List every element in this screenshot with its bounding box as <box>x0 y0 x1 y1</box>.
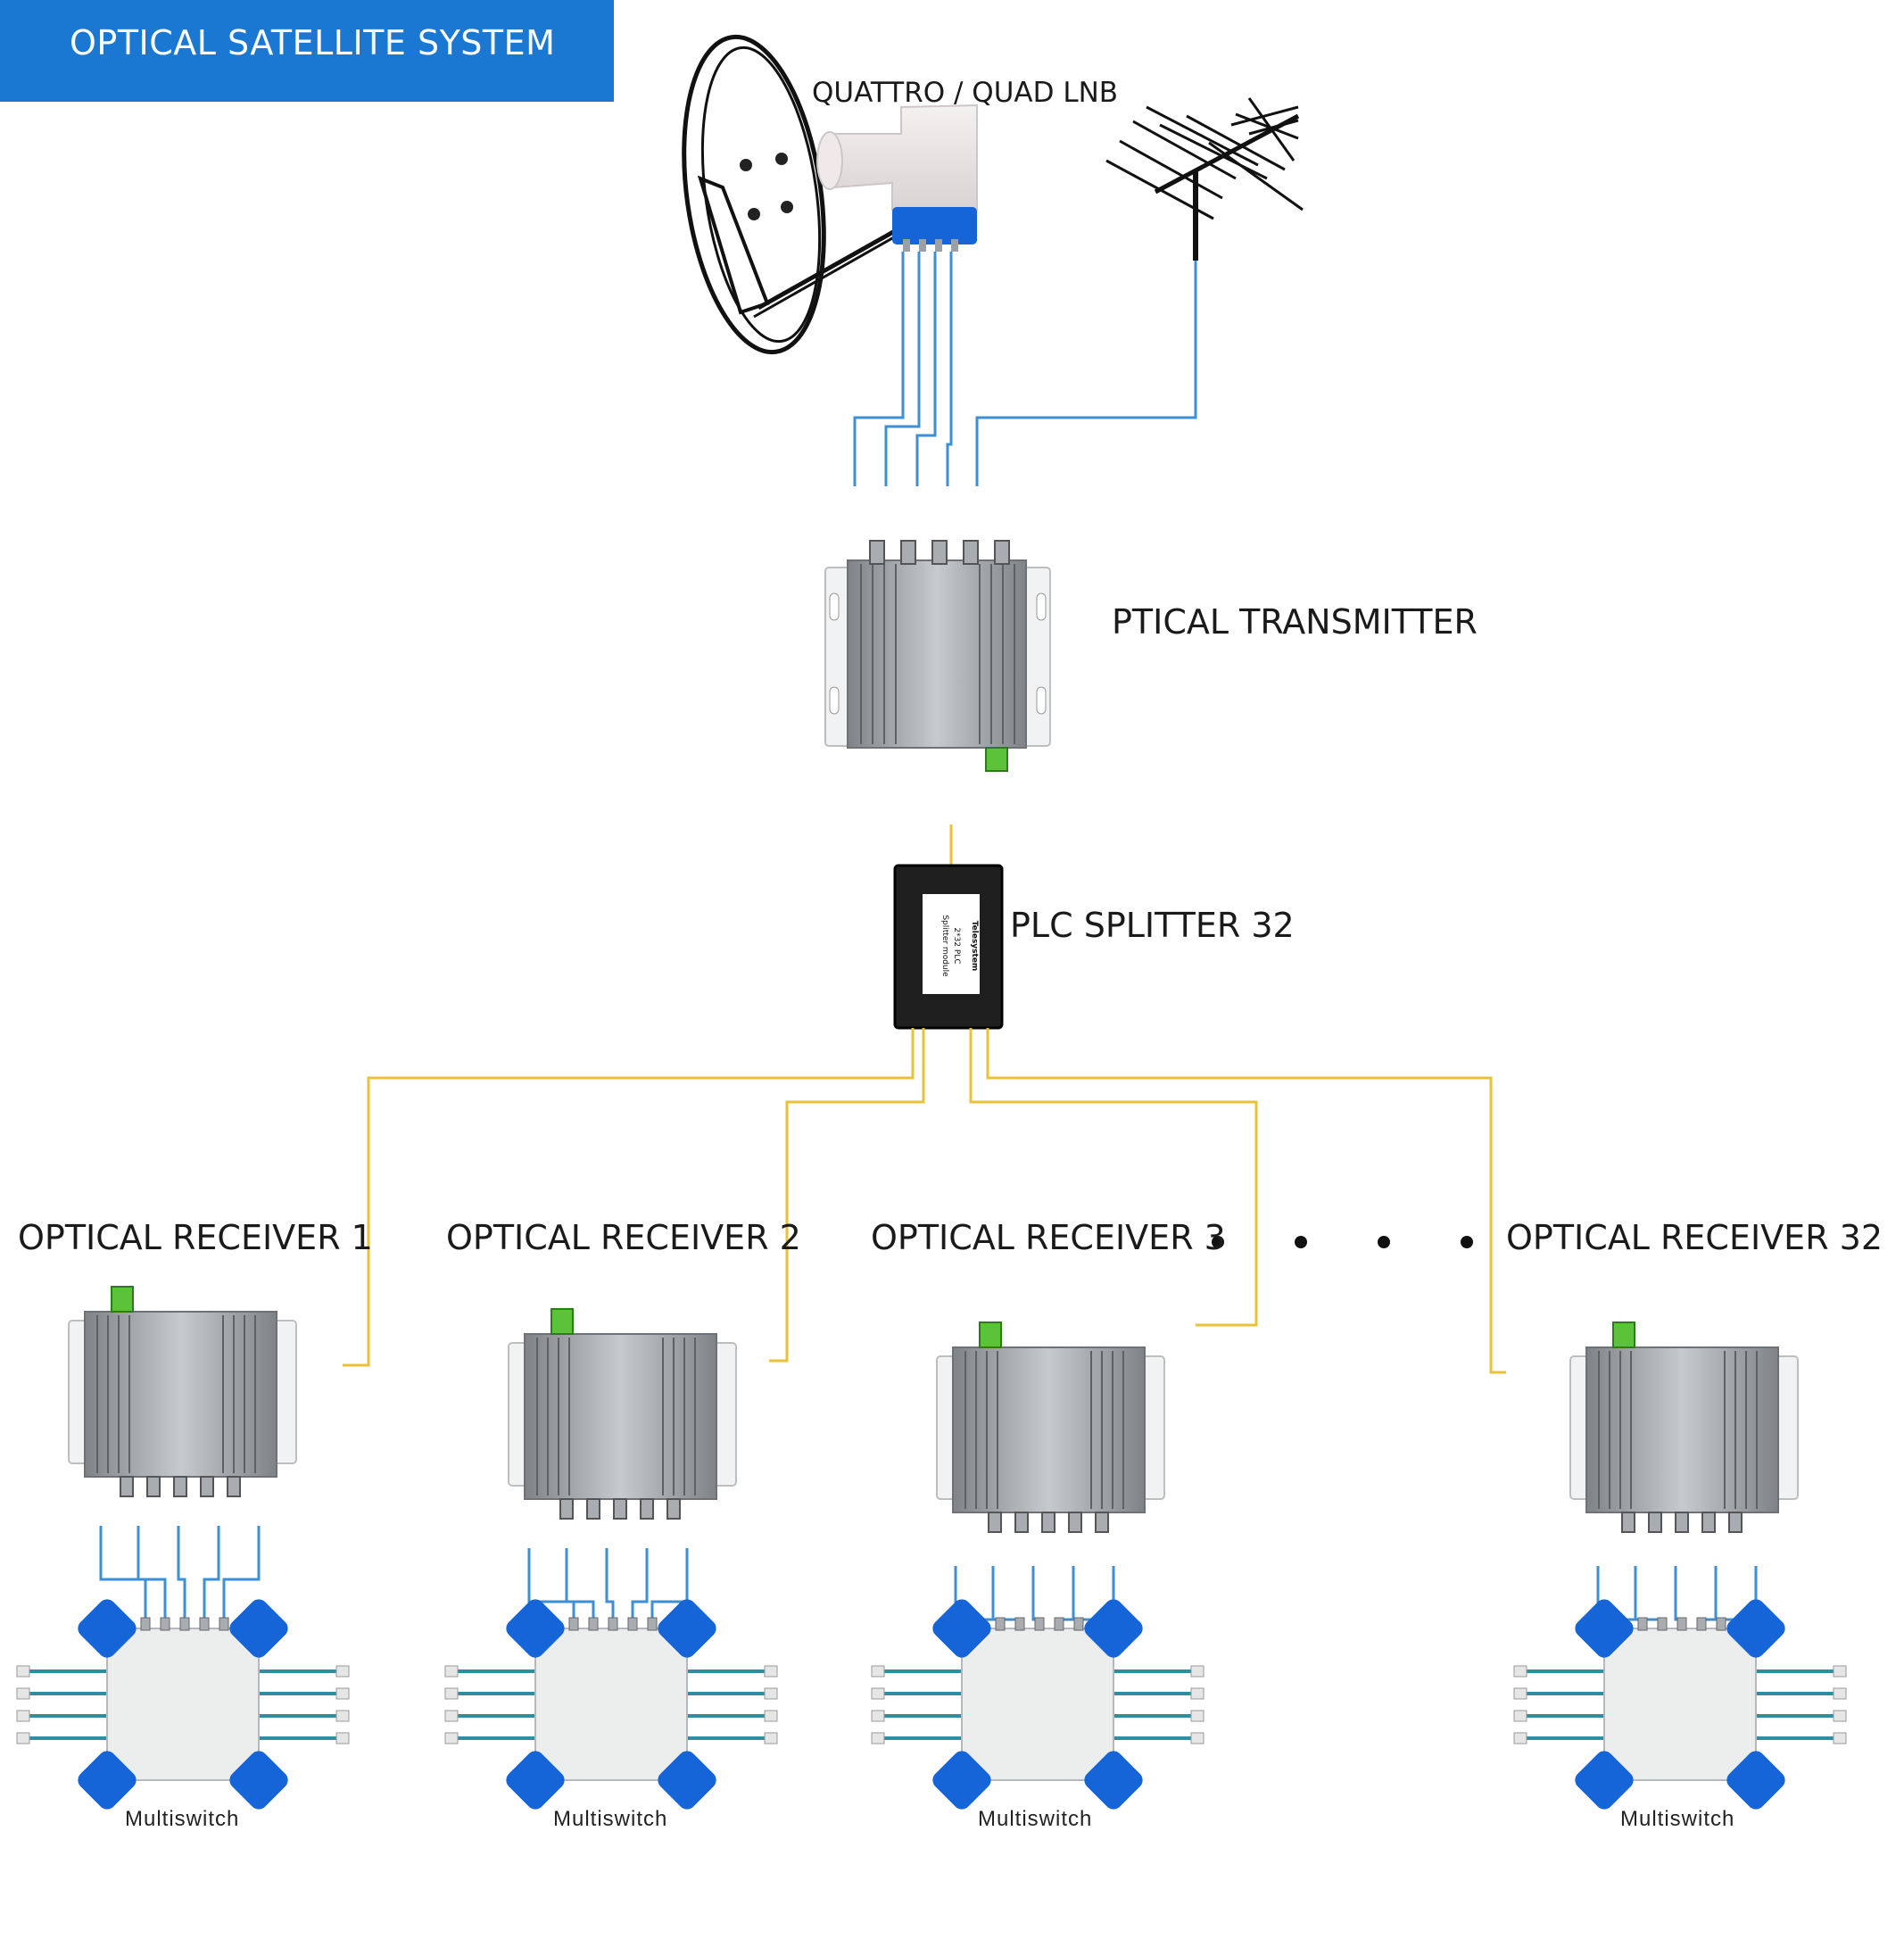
plc-splitter-icon <box>893 864 1004 1030</box>
page-title: OPTICAL SATELLITE SYSTEM <box>70 23 556 62</box>
lnb-label: QUATTRO / QUAD LNB <box>812 77 1119 109</box>
multiswitch-3-icon <box>871 1599 1204 1810</box>
optical-receiver-1-icon <box>68 1286 297 1497</box>
receiver-1-group <box>16 1286 350 1810</box>
ellipsis-dots <box>1212 1236 1473 1248</box>
multiswitch-4-label: Multiswitch <box>1620 1807 1735 1831</box>
optical-receiver-3-icon <box>936 1321 1165 1533</box>
multiswitch-32-icon <box>1513 1599 1847 1810</box>
receiver-2-coax-cables <box>527 1548 689 1628</box>
receiver-1-label: OPTICAL RECEIVER 1 <box>18 1218 373 1257</box>
optical-receiver-32-icon <box>1569 1321 1799 1533</box>
receiver-3-label: OPTICAL RECEIVER 3 <box>871 1218 1226 1257</box>
multiswitch-2-label: Multiswitch <box>553 1807 668 1831</box>
splitter-module-line2: Splitter module <box>940 915 949 977</box>
splitter-label: PLC SPLITTER 32 <box>1010 906 1295 945</box>
title-banner: OPTICAL SATELLITE SYSTEM <box>0 0 614 102</box>
receiver-32-group <box>1513 1321 1847 1810</box>
multiswitch-1-icon <box>16 1599 350 1810</box>
multiswitch-3-label: Multiswitch <box>978 1807 1093 1831</box>
receiver-2-label: OPTICAL RECEIVER 2 <box>446 1218 801 1257</box>
splitter-fiber-outputs <box>343 1028 1506 1374</box>
optical-transmitter-icon <box>824 540 1051 772</box>
receiver-32-label: OPTICAL RECEIVER 32 <box>1506 1218 1883 1257</box>
multiswitch-1-label: Multiswitch <box>125 1807 240 1831</box>
optical-receiver-2-icon <box>508 1308 737 1520</box>
receiver-3-group <box>871 1321 1204 1810</box>
terrestrial-antenna-icon <box>1105 97 1304 261</box>
quad-lnb-icon <box>816 104 978 252</box>
receiver-2-group <box>444 1308 778 1810</box>
splitter-module-brand: Telesystem <box>970 921 979 972</box>
lnb-coax-cables <box>853 252 1197 486</box>
receiver-1-coax-cables <box>99 1526 261 1628</box>
multiswitch-2-icon <box>444 1599 778 1810</box>
satellite-dish-icon <box>682 34 920 355</box>
transmitter-label: PTICAL TRANSMITTER <box>1112 602 1478 642</box>
splitter-module-line1: 2*32 PLC <box>952 927 961 964</box>
